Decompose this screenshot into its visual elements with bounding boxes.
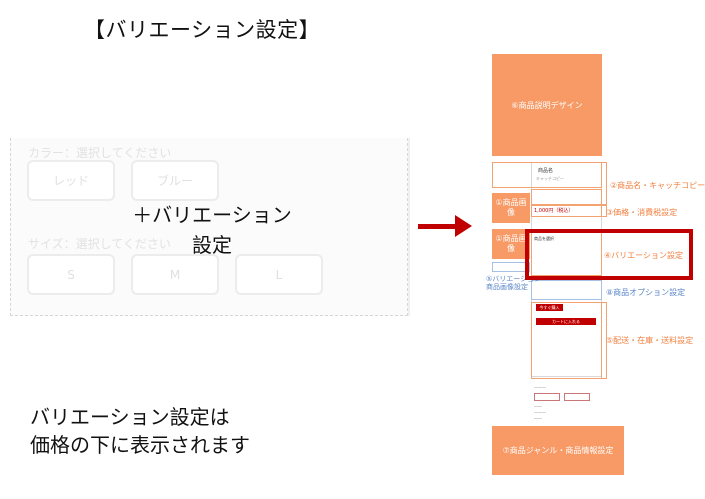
buy-now-label: 今すぐ購入 bbox=[539, 305, 560, 310]
variation-image-box bbox=[492, 262, 530, 272]
small-link-button-1[interactable] bbox=[534, 393, 560, 401]
below-text-3: ——— bbox=[534, 410, 546, 415]
price-box bbox=[531, 205, 602, 217]
option-box bbox=[531, 280, 602, 300]
price-label: ③価格・消費税設定 bbox=[606, 208, 678, 217]
phone-product-name: 商品名 bbox=[538, 168, 554, 174]
product-name-label: ②商品名・キャッチコピー bbox=[610, 181, 705, 190]
bracket-shipping bbox=[602, 302, 607, 379]
phone-variation-text: 商品を選択 bbox=[534, 236, 554, 241]
genre-info-block: ⑦商品ジャンル・商品情報設定 bbox=[492, 426, 624, 475]
arrow-right-icon bbox=[418, 224, 458, 229]
option-label: ⑧商品オプション設定 bbox=[606, 288, 686, 297]
add-variation-line2: 設定 bbox=[192, 233, 232, 257]
note-line2: 価格の下に表示されます bbox=[30, 433, 250, 457]
add-to-cart-label: カートに入れる bbox=[552, 319, 580, 324]
position-note: バリエーション設定は 価格の下に表示されます bbox=[30, 403, 250, 459]
variation-image-label: ⑤バリエーション 商品画像設定 bbox=[486, 275, 541, 291]
add-variation-caption: ＋バリエーション 設定 bbox=[127, 200, 297, 260]
color-option-red[interactable]: レッド bbox=[27, 160, 115, 201]
variation-image-label-line1: ⑤バリエーション bbox=[486, 275, 542, 283]
small-link-button-2[interactable] bbox=[564, 393, 590, 401]
phone-price: 1,000円（税込） bbox=[534, 208, 574, 214]
design-block: ⑥商品説明デザイン bbox=[492, 54, 602, 156]
color-option-blue[interactable]: ブルー bbox=[131, 160, 219, 201]
variation-preview-panel: カラー：選択してください レッド ブルー サイズ：選択してください S M L … bbox=[10, 138, 410, 316]
product-image-block-1: ①商品画像 bbox=[492, 193, 530, 223]
bracket-price bbox=[602, 205, 607, 217]
page-title: 【バリエーション設定】 bbox=[84, 18, 321, 42]
note-line1: バリエーション設定は bbox=[30, 405, 230, 429]
below-text-2: —— bbox=[534, 404, 542, 409]
add-variation-line1: ＋バリエーション bbox=[132, 203, 292, 227]
variation-image-label-line2: 商品画像設定 bbox=[486, 283, 528, 291]
size-option-s[interactable]: S bbox=[27, 254, 115, 295]
size-option-m[interactable]: M bbox=[131, 254, 219, 295]
shipping-box bbox=[531, 302, 602, 379]
below-text-1: ——— bbox=[534, 385, 546, 390]
catch-box bbox=[531, 189, 602, 205]
bracket-product-name bbox=[602, 162, 607, 205]
size-select-label: サイズ：選択してください bbox=[28, 237, 171, 251]
add-to-cart-button[interactable]: カートに入れる bbox=[536, 318, 596, 325]
variation-highlight-box bbox=[525, 229, 693, 280]
arrow-head-icon bbox=[455, 215, 472, 237]
below-text-4: —— bbox=[534, 416, 542, 421]
variation-label: ④バリエーション設定 bbox=[604, 251, 684, 260]
product-image-block-2: ①商品画像 bbox=[492, 229, 530, 259]
size-option-l[interactable]: L bbox=[235, 254, 323, 295]
buy-now-button[interactable]: 今すぐ購入 bbox=[536, 304, 563, 311]
shipping-label: ⑤配送・在庫・送料設定 bbox=[606, 336, 694, 345]
phone-catch-copy: キャッチコピー bbox=[536, 176, 564, 181]
product-name-box bbox=[492, 162, 602, 188]
color-select-label: カラー：選択してください bbox=[28, 146, 172, 160]
